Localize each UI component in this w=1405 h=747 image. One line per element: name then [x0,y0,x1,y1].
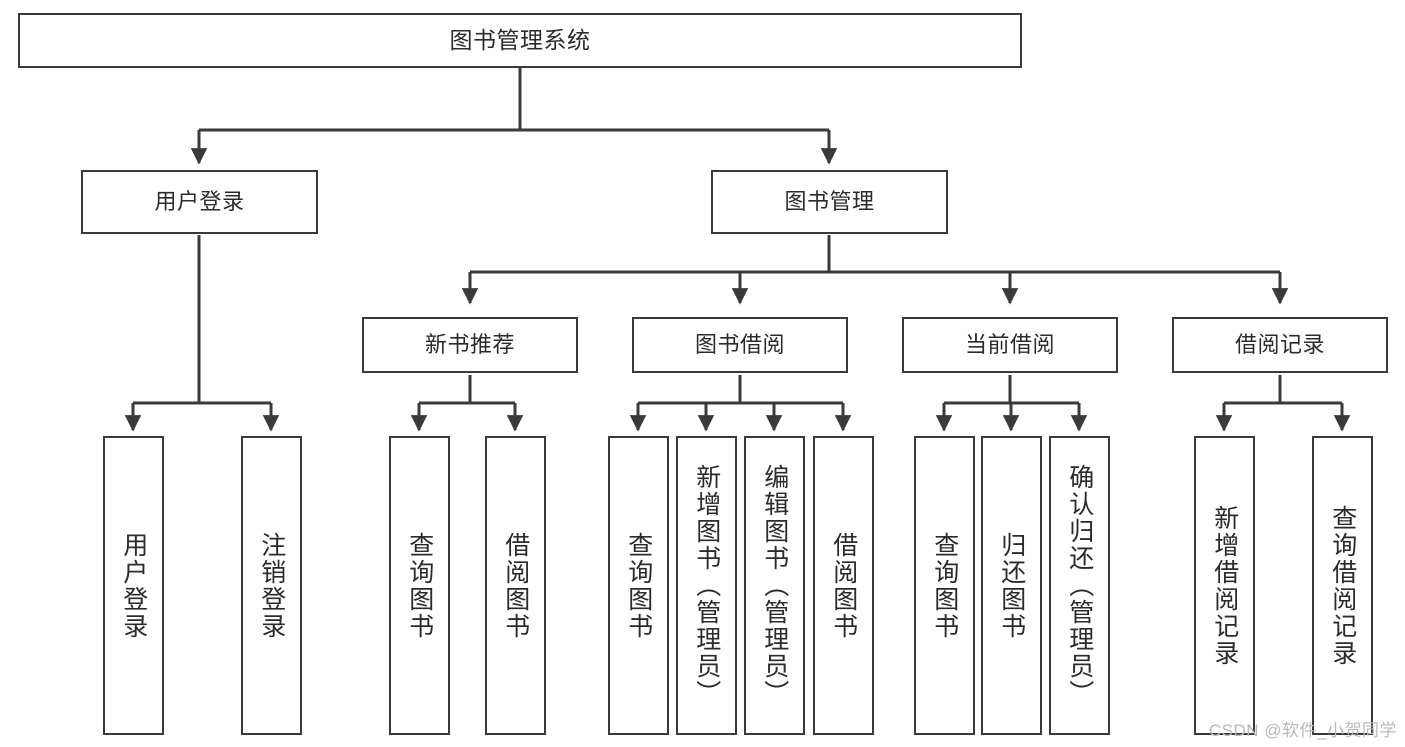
leaf-record-query-record[interactable]: 查询借阅记录 [1312,436,1373,735]
leaf-recommend-borrow-book[interactable]: 借阅图书 [485,436,546,735]
leaf-user-login-signout[interactable]: 注销登录 [241,436,302,735]
node-label: 用户登录 [119,531,148,640]
node-current-borrow[interactable]: 当前借阅 [902,317,1118,373]
node-book-borrow[interactable]: 图书借阅 [632,317,848,373]
node-book-management[interactable]: 图书管理 [711,170,948,234]
node-label: 归还图书 [997,531,1026,640]
node-borrow-record[interactable]: 借阅记录 [1172,317,1388,373]
node-label: 新增借阅记录 [1210,504,1239,667]
node-label: 图书管理 [784,189,875,214]
node-label: 新书推荐 [424,332,515,357]
node-new-book-recommend[interactable]: 新书推荐 [362,317,578,373]
leaf-current-return-book[interactable]: 归还图书 [981,436,1042,735]
leaf-current-confirm-return-admin[interactable]: 确认归还（管理员） [1049,436,1110,735]
node-label: 查询图书 [405,531,434,640]
node-user-login[interactable]: 用户登录 [81,170,318,234]
leaf-borrow-borrow-book[interactable]: 借阅图书 [813,436,874,735]
csdn-watermark: CSDN @软件_小贺同学 [1208,721,1397,740]
leaf-borrow-edit-book-admin[interactable]: 编辑图书（管理员） [744,436,805,735]
node-label: 借阅图书 [501,531,530,640]
leaf-borrow-add-book-admin[interactable]: 新增图书（管理员） [676,436,737,735]
node-label: 当前借阅 [964,332,1055,357]
node-label: 图书管理系统 [449,27,591,53]
leaf-record-add-record[interactable]: 新增借阅记录 [1194,436,1255,735]
node-label: 确认归还（管理员） [1065,464,1094,707]
node-label: 借阅图书 [829,531,858,640]
node-root-library-system[interactable]: 图书管理系统 [18,13,1022,68]
leaf-borrow-query-book[interactable]: 查询图书 [608,436,669,735]
node-label: 新增图书（管理员） [692,464,721,707]
node-label: 借阅记录 [1234,332,1325,357]
leaf-user-login-signin[interactable]: 用户登录 [103,436,164,735]
node-label: 查询图书 [624,531,653,640]
node-label: 图书借阅 [694,332,785,357]
node-label: 注销登录 [257,531,286,640]
node-label: 编辑图书（管理员） [760,464,789,707]
node-label: 查询借阅记录 [1328,504,1357,667]
node-label: 用户登录 [154,189,245,214]
leaf-recommend-query-book[interactable]: 查询图书 [389,436,450,735]
node-label: 查询图书 [930,531,959,640]
leaf-current-query-book[interactable]: 查询图书 [914,436,975,735]
